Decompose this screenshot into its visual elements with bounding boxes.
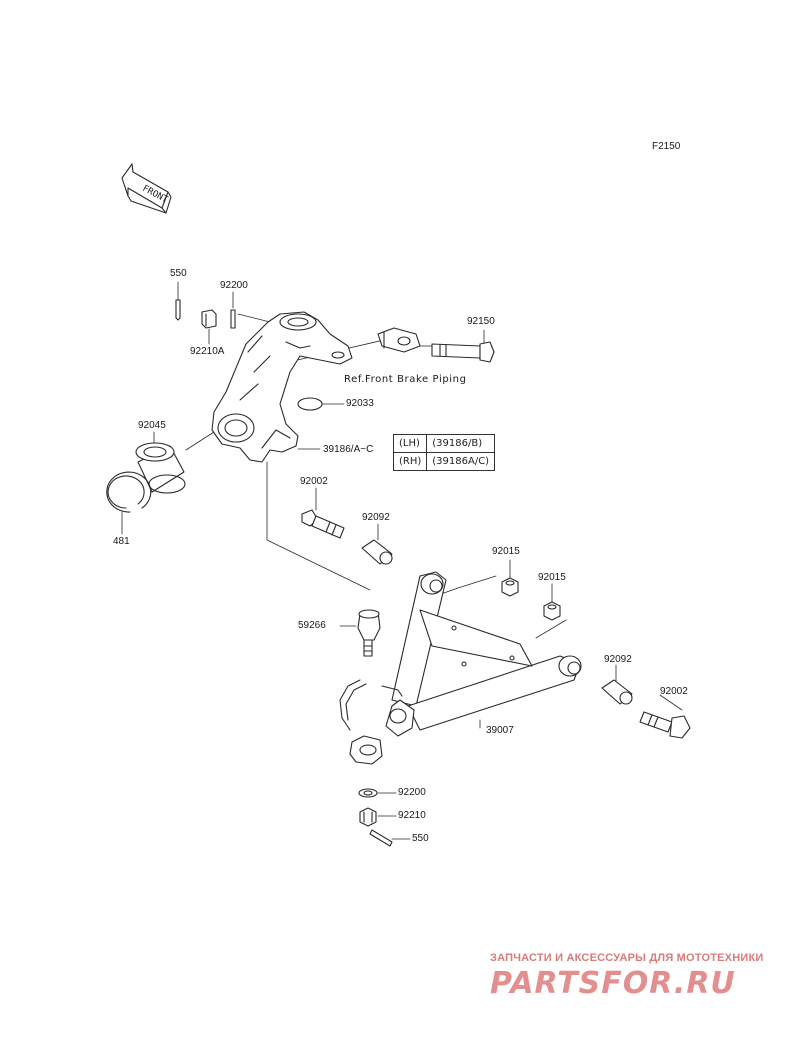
part-label-92200-bottom: 92200: [398, 787, 426, 798]
part-label-92200-top: 92200: [220, 280, 248, 291]
watermark-tagline: ЗАПЧАСТИ И АКСЕССУАРЫ ДЛЯ МОТОТЕХНИКИ: [490, 952, 764, 964]
part-label-92092-right: 92092: [604, 654, 632, 665]
part-label-59266: 59266: [298, 620, 326, 631]
ball-joint-icon: [357, 609, 381, 657]
part-label-92015-b: 92015: [538, 572, 566, 583]
bolt-icon: [639, 711, 691, 739]
cotter-pin-icon: [175, 299, 181, 321]
side-cell: (RH): [392, 452, 428, 471]
castle-nut-icon: [201, 309, 217, 329]
bolt-icon: [431, 341, 495, 363]
nut-icon: [543, 601, 561, 621]
ref-note: Ref.Front Brake Piping: [344, 374, 467, 385]
a-arm-icon: [339, 571, 582, 765]
part-label-92002-left: 92002: [300, 476, 328, 487]
cotter-pin-icon: [369, 829, 393, 847]
nut-icon: [501, 577, 519, 597]
table-row: (RH) (39186A/C): [392, 452, 496, 471]
bushing-icon: [361, 539, 393, 565]
part-label-92210A: 92210A: [190, 346, 225, 357]
circlip-icon: [106, 471, 152, 513]
part-label-92045: 92045: [138, 420, 166, 431]
hose-bracket-icon: [377, 327, 421, 353]
front-arrow-icon: [121, 163, 172, 214]
bolt-icon: [301, 509, 345, 539]
part-label-92033: 92033: [346, 398, 374, 409]
steering-knuckle-icon: [211, 311, 353, 463]
watermark-logo: PARTSFOR.RU: [490, 966, 736, 1001]
o-ring-icon: [297, 397, 323, 411]
part-label-39007: 39007: [486, 725, 514, 736]
part-label-92210: 92210: [398, 810, 426, 821]
table-row: (LH) (39186/B): [392, 434, 496, 453]
part-cell: (39186/B): [426, 434, 496, 453]
side-cell: (LH): [392, 434, 428, 453]
part-label-39186: 39186/A~C: [323, 444, 374, 455]
part-label-92002-right: 92002: [660, 686, 688, 697]
leader-lines: [121, 281, 683, 840]
part-cell: (39186A/C): [426, 452, 496, 471]
part-label-92015-a: 92015: [492, 546, 520, 557]
part-label-550-bottom: 550: [412, 833, 429, 844]
washer-icon: [358, 788, 378, 798]
diagram-code: F2150: [652, 141, 681, 152]
side-variant-table: (LH) (39186/B) (RH) (39186A/C): [392, 434, 496, 471]
part-label-481: 481: [113, 536, 130, 547]
part-label-92150: 92150: [467, 316, 495, 327]
castle-nut-icon: [359, 807, 377, 827]
bushing-icon: [601, 679, 633, 705]
bearing-icon: [135, 442, 186, 494]
part-label-550-top: 550: [170, 268, 187, 279]
washer-icon: [230, 309, 236, 329]
part-label-92092-left: 92092: [362, 512, 390, 523]
